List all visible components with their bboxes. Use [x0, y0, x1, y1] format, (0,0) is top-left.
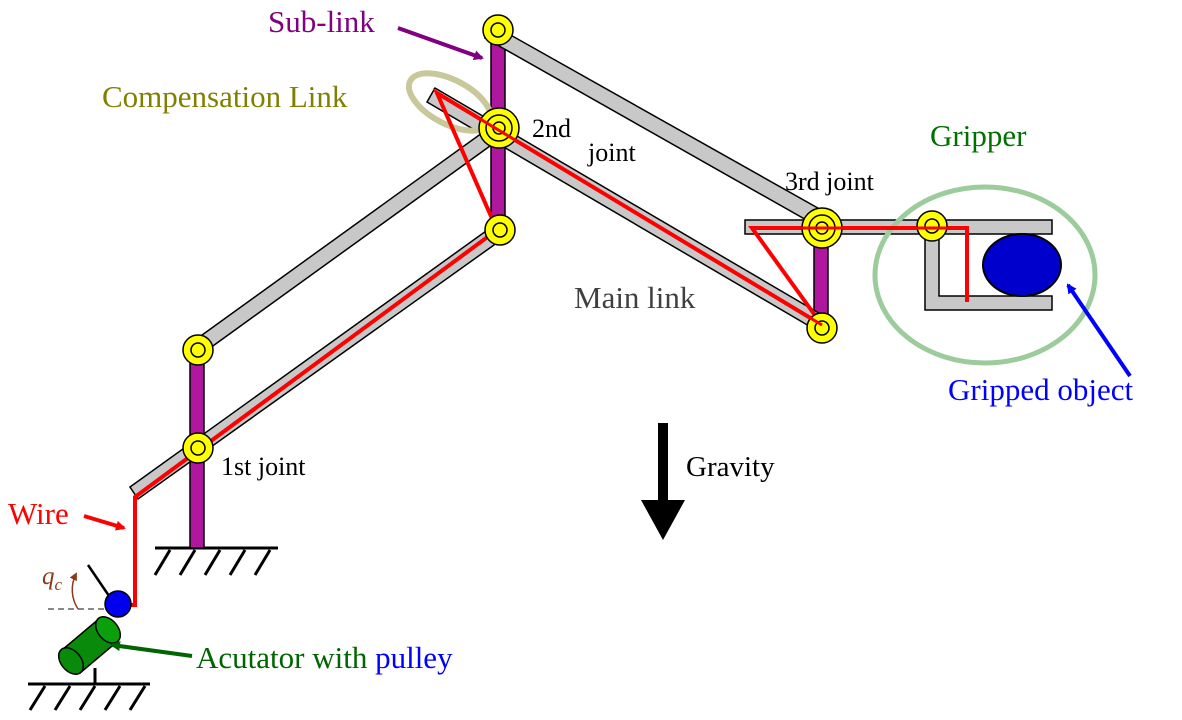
actuator-label-prefix: Acutator with [196, 640, 375, 675]
actuator-label: Acutator with pulley [196, 640, 453, 675]
ground-hatch-icon [28, 682, 150, 711]
gripped-object-label: Gripped object [948, 372, 1133, 407]
gripped-object [982, 233, 1062, 297]
revolute-joint-icon [482, 14, 514, 46]
q-symbol: q [42, 563, 55, 590]
compensation-link-label: Compensation Link [102, 79, 348, 114]
main-link-label: Main link [574, 280, 696, 315]
revolute-joint-icon [484, 214, 516, 246]
sub-link-label: Sub-link [268, 4, 375, 39]
second-joint-label-top: 2nd [532, 114, 571, 143]
ground-hatch-icon [153, 546, 278, 576]
revolute-joint-icon [478, 107, 520, 149]
gravity-arrow-icon [641, 423, 685, 540]
gravity-label: Gravity [686, 451, 775, 483]
second-joint-label-bottom: joint [587, 138, 636, 167]
gripper-ring [872, 184, 1098, 366]
actuator-label-pulley: pulley [375, 640, 453, 675]
revolute-joint-icon [182, 334, 214, 366]
wire-label: Wire [8, 496, 69, 531]
third-joint-label: 3rd joint [785, 167, 875, 196]
actuator-cylinder-icon [57, 616, 122, 684]
first-joint-label: 1st joint [221, 452, 306, 481]
q-c-label: qc [42, 563, 63, 594]
revolute-joint-icon [182, 432, 214, 464]
pulley-icon [104, 590, 132, 618]
revolute-joint-icon [916, 210, 948, 242]
q-subscript: c [55, 575, 63, 594]
lower-sub-link [189, 118, 510, 358]
gripper-label: Gripper [930, 118, 1027, 153]
